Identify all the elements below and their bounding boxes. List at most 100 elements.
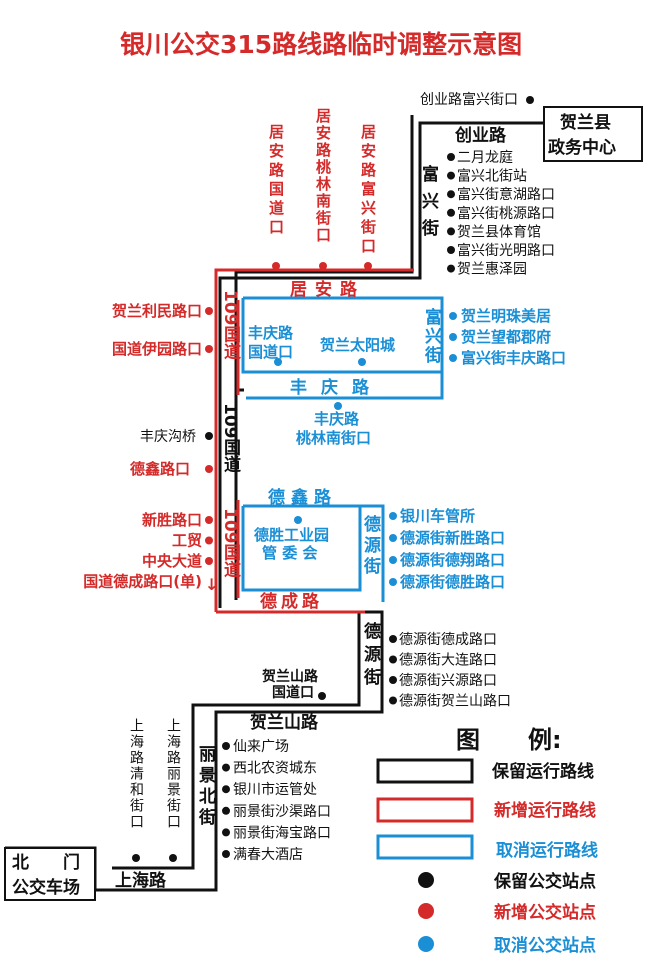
stop-label: 满春大酒店	[233, 847, 303, 863]
stop-dot	[449, 312, 457, 320]
legend-keep-line-swatch	[376, 758, 474, 784]
stop-dot-new	[272, 262, 280, 270]
stop-juan-taolinnan: 居安路桃林南街口	[314, 108, 332, 244]
stop-label: 德源街新胜路口	[400, 529, 505, 547]
stops-fuxing-keep: 二月龙庭富兴北街站富兴街意湖路口富兴街桃源路口贺兰县体育馆富兴街光明路口贺兰惠泽…	[447, 149, 555, 278]
stop-fengqing-linnan-1: 丰庆路	[314, 410, 360, 428]
stop-label: 二月龙庭	[457, 149, 513, 166]
road-109-low: 109国道	[220, 508, 241, 578]
road-shanghai: 上海路	[115, 870, 167, 891]
stop-dot	[132, 854, 140, 862]
stop-label: 银川市运管处	[233, 781, 317, 798]
stop-dot-new	[205, 465, 213, 473]
end-terminal-box	[543, 106, 643, 162]
road-chuangye: 创业路	[454, 125, 507, 146]
road-deyuan-keep: 德源街	[360, 621, 382, 691]
stop-label: 贺兰惠泽园	[457, 262, 527, 278]
legend: 图 例: 保留运行路线 新增运行路线 取消运行路线 保留公交站点 新增公交站点 …	[376, 726, 598, 956]
legend-new-line: 新增运行路线	[494, 800, 596, 821]
stop-label: 德源街兴源路口	[399, 673, 497, 689]
road-juan: 居安路	[290, 279, 365, 300]
legend-cancel-stop: 取消公交站点	[494, 935, 596, 956]
stop-chuangye-fuxing: 创业路富兴街口	[420, 91, 518, 108]
road-dexin: 德鑫路	[268, 487, 337, 508]
legend-new-stop-dot	[418, 903, 434, 919]
stop-label: 西北农资城东	[233, 761, 317, 777]
stop-dot-cancel	[334, 402, 342, 410]
start-terminal-line1: 北 门	[12, 852, 80, 873]
stop-juan-fuxing: 居安路富兴街口	[359, 124, 377, 257]
stop-label: 富兴北街站	[457, 168, 527, 185]
stop-desheng-1: 德胜工业园	[254, 526, 329, 544]
road-fuxing-keep: 富兴街	[418, 164, 440, 246]
stop-dot	[389, 655, 397, 664]
stop-dot	[447, 264, 455, 273]
stop-dot	[389, 556, 397, 564]
stop-label: 工贸	[172, 532, 202, 550]
stop-dot	[389, 512, 397, 520]
stop-dot	[222, 763, 230, 772]
road-lijing: 丽景北街	[195, 745, 217, 829]
legend-cancel-line-swatch	[376, 834, 474, 860]
stop-dot-cancel	[358, 358, 366, 366]
stop-dot-new	[319, 262, 327, 270]
stop-dot	[447, 171, 455, 180]
stop-fengqing-guodao-1: 丰庆路	[248, 324, 294, 342]
stop-dot	[447, 246, 455, 254]
stop-shanghai-lijing: 上海路丽景街口	[165, 718, 181, 830]
legend-keep-stop: 保留公交站点	[493, 871, 596, 892]
stop-label: 德源街德胜路口	[400, 573, 505, 591]
stop-label: 德源街德成路口	[399, 632, 497, 648]
stop-dot	[169, 854, 177, 862]
one-way-arrow-icon: ↓	[205, 575, 218, 594]
stop-dot	[389, 578, 397, 586]
stop-label: 新胜路口	[142, 511, 202, 529]
stop-dot	[205, 432, 213, 440]
stop-dot	[222, 850, 230, 858]
stop-label: 德源街德翔路口	[400, 551, 505, 569]
end-terminal-line1: 贺兰县	[559, 112, 611, 133]
road-helanshan: 贺兰山路	[249, 712, 319, 733]
stop-label: 丽景街海宝路口	[233, 825, 331, 841]
legend-cancel-stop-dot	[418, 936, 434, 952]
stop-dot	[389, 534, 397, 542]
stop-dot	[447, 208, 455, 217]
stop-shanghai-qinghe: 上海路清和街口	[128, 718, 144, 830]
stop-label: 德源街贺兰山路口	[399, 694, 511, 710]
legend-keep-stop-dot	[418, 872, 434, 888]
stop-fengqing-linnan-2: 桃林南街口	[296, 429, 371, 447]
added-route	[214, 268, 414, 614]
stop-dot	[389, 676, 397, 684]
legend-cancel-line: 取消运行路线	[496, 840, 598, 861]
stop-dot	[222, 742, 230, 750]
stop-dot	[222, 785, 230, 794]
stop-label: 贺兰明珠美居	[460, 307, 551, 325]
stop-dexin-kou: 德鑫路口	[130, 460, 190, 478]
stop-dot	[205, 516, 213, 524]
stop-dot-new	[364, 262, 372, 270]
legend-title: 图 例:	[456, 726, 562, 754]
legend-new-line-swatch	[376, 797, 474, 823]
stop-dot	[205, 307, 213, 315]
road-109-top: 109国道	[220, 290, 241, 360]
stop-label: 富兴街丰庆路口	[461, 349, 566, 367]
stop-label: 银川车管所	[400, 507, 475, 525]
stop-dot	[447, 153, 455, 161]
stop-dot-cancel	[294, 516, 302, 524]
stop-dot-cancel	[274, 358, 282, 366]
stop-dot	[205, 557, 213, 565]
stop-fengqinggou: 丰庆沟桥	[140, 429, 196, 445]
stop-dot	[389, 696, 397, 705]
stop-dot	[205, 536, 213, 545]
stop-label: 贺兰望都郡府	[460, 328, 551, 346]
stop-label: 富兴街意湖路口	[457, 186, 555, 203]
stop-label: 贺兰利民路口	[111, 302, 202, 320]
stop-helanshan-guodao-1: 贺兰山路	[261, 668, 319, 685]
map-title: 银川公交315路线路临时调整示意图	[120, 30, 522, 59]
stop-juan-guodao: 居安路国道口	[267, 124, 285, 238]
road-deyuan-cancel: 德源街	[360, 514, 382, 578]
stop-dot	[449, 333, 457, 341]
end-terminal-line2: 政务中心	[548, 137, 616, 158]
